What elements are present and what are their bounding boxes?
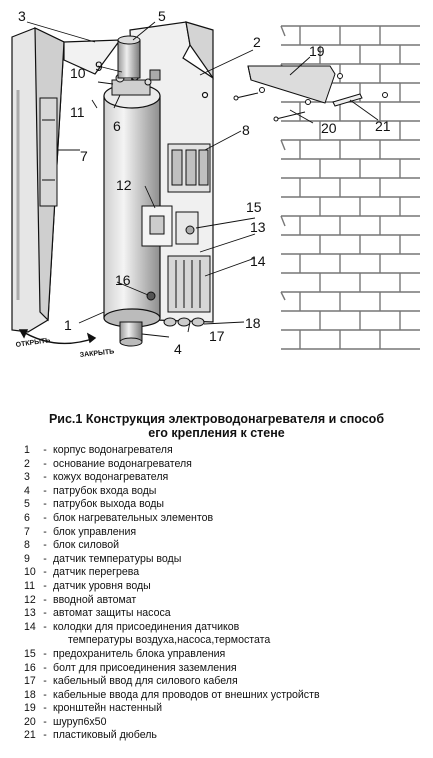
legend-item-continued: температуры воздуха,насоса,термостата: [68, 634, 271, 647]
wall-bracket: [247, 65, 388, 105]
terminal-blocks: [167, 255, 211, 313]
legend-item: 14-колодки для присоединения датчиков: [24, 620, 240, 633]
legend-item: 15-предохранитель блока управления: [24, 647, 226, 660]
callout-13: 13: [250, 219, 266, 235]
control-block: [39, 97, 58, 207]
legend-item: 18-кабельные ввода для проводов от внешн…: [24, 688, 320, 701]
legend-item: 4-патрубок входа воды: [24, 484, 157, 497]
figure-caption: Рис.1 Конструкция электроводонагревателя…: [0, 412, 433, 440]
legend-item: 11-датчик уровня воды: [24, 579, 151, 592]
legend-item: 5-патрубок выхода воды: [24, 498, 165, 511]
legend-item: 12-вводной автомат: [24, 593, 137, 606]
legend-item: 7-блок управления: [24, 525, 137, 538]
leader-lines: [26, 21, 379, 338]
parts-legend: 1-корпус водонагревателя 2-основание вод…: [24, 444, 429, 743]
callout-17: 17: [209, 328, 225, 344]
legend-item: 17-кабельный ввод для силового кабеля: [24, 675, 238, 688]
pump-breaker: [175, 211, 199, 245]
callout-7: 7: [80, 148, 88, 164]
callout-8: 8: [242, 122, 250, 138]
callout-1: 1: [64, 317, 72, 333]
legend-item: 20-шуруп6х50: [24, 715, 107, 728]
callout-18: 18: [245, 315, 261, 331]
rotate-close-label: ЗАКРЫТЬ: [79, 348, 114, 359]
callout-4: 4: [174, 341, 182, 357]
ground-bolt: [146, 291, 156, 301]
legend-item: 13-автомат защиты насоса: [24, 607, 171, 620]
callout-16: 16: [115, 272, 131, 288]
callout-20: 20: [321, 120, 337, 136]
legend-item: 21-пластиковый дюбель: [24, 729, 157, 742]
callout-3: 3: [18, 8, 26, 24]
callout-21: 21: [375, 118, 391, 134]
legend-item: 8-блок силовой: [24, 539, 120, 552]
power-block: [167, 143, 211, 193]
rotate-arrow-icon: [18, 329, 97, 345]
callout-6: 6: [113, 118, 121, 134]
callout-11: 11: [70, 104, 85, 120]
plastic-dowel-21: [332, 93, 363, 107]
callout-10: 10: [70, 65, 86, 81]
legend-item: 1-корпус водонагревателя: [24, 444, 173, 456]
legend-item: 3-кожух водонагревателя: [24, 471, 169, 484]
input-breaker: [141, 205, 173, 247]
callout-2: 2: [253, 34, 261, 50]
legend-item: 19-кронштейн настенный: [24, 702, 162, 715]
callout-9: 9: [95, 58, 103, 74]
callout-15: 15: [246, 199, 262, 215]
water-heater-diagram: ОТКРЫТЬ ЗАКРЫТЬ 1 2 3 4 5 6 7 8 9 10: [11, 8, 420, 359]
caption-line-2: его крепления к стене: [148, 426, 285, 440]
callout-19: 19: [309, 43, 325, 59]
callout-12: 12: [116, 177, 132, 193]
callout-14: 14: [250, 253, 266, 269]
rotate-open-label: ОТКРЫТЬ: [15, 337, 50, 349]
screw-20: [233, 92, 306, 122]
legend-item: 16-болт для присоединения заземления: [24, 661, 237, 674]
outlet-pipe: [117, 35, 141, 79]
legend-item: 6-блок нагревательных элементов: [24, 511, 214, 524]
callout-5: 5: [158, 8, 166, 24]
legend-item: 2-основание водонагревателя: [24, 457, 192, 470]
inlet-pipe: [119, 321, 143, 347]
caption-line-1: Рис.1 Конструкция электроводонагревателя…: [48, 412, 385, 426]
legend-item: 10-датчик перегрева: [24, 566, 140, 579]
legend-item: 9-датчик температуры воды: [24, 552, 182, 565]
callout-numbers: 1 2 3 4 5 6 7 8 9 10 11 12 13 14 15 16 1…: [18, 8, 391, 357]
cable-glands: [163, 317, 205, 327]
